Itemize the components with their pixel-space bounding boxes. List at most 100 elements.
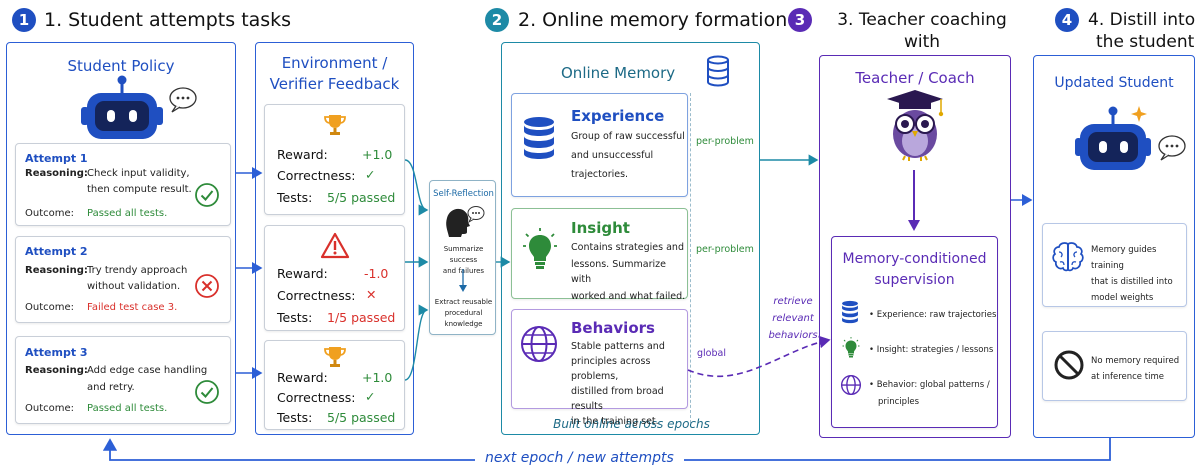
stage-4-title-line2: the student <box>1096 32 1195 52</box>
stage-4-number: 4 <box>1055 8 1079 32</box>
trophy-icon <box>324 347 346 367</box>
supervision-bullet: • Insight: strategies / lessons <box>869 343 993 357</box>
reflection-step-2-line1: Extract reusable <box>434 298 493 306</box>
lightbulb-icon <box>523 228 557 269</box>
stage-4-title: 4. Distill into the student <box>1088 9 1198 53</box>
supervision-bullet-text-line2: principles <box>878 397 920 407</box>
warning-icon <box>320 232 350 259</box>
owl-teacher-icon <box>887 90 944 161</box>
globe-icon <box>840 374 862 396</box>
distill-info-text: Memory guides training that is distilled… <box>1091 242 1186 306</box>
reasoning-text-line1: Add edge case handling <box>87 365 208 376</box>
memory-item-desc-line1: Stable patterns and <box>571 341 665 352</box>
stage-2-number: 2 <box>485 8 509 32</box>
lightbulb-icon <box>842 337 860 358</box>
attempt-card-3: Attempt 3 Reasoning: Add edge case handl… <box>15 336 231 424</box>
supervision-title: Memory-conditioned supervision <box>832 249 997 291</box>
retrieve-behaviors-label: retrieve relevant behaviors <box>766 293 820 344</box>
retrieve-label-line3: behaviors <box>768 330 818 341</box>
bullet-dot: • <box>869 380 877 390</box>
reward-label: Reward: <box>277 370 328 385</box>
distill-info-line1: Memory guides training <box>1091 245 1157 271</box>
robot-icon <box>81 75 197 139</box>
correctness-mark: ✓ <box>365 167 376 182</box>
memory-item-desc-line3: trajectories. <box>571 169 629 180</box>
memory-item-desc-line2: and unsuccessful <box>571 150 654 161</box>
supervision-bullet-text: Insight: strategies / lessons <box>876 345 994 355</box>
tests-label: Tests: <box>277 310 313 325</box>
memory-item-desc-line1: Group of raw successful <box>571 131 685 142</box>
outcome-label: Outcome: <box>25 208 75 219</box>
feedback-card-3: Reward: +1.0 Correctness: ✓ Tests: 5/5 p… <box>264 340 405 430</box>
outcome-text: Passed all tests. <box>87 208 168 219</box>
retrieve-label-line1: retrieve <box>773 296 813 307</box>
reward-value: +1.0 <box>362 147 393 162</box>
database-icon <box>707 55 729 87</box>
online-memory-footer: Built online across epochs <box>553 417 710 431</box>
prohibited-icon <box>1054 350 1084 380</box>
reasoning-text-line2: without validation. <box>87 281 181 292</box>
stage-4-title-line1: 4. Distill into <box>1088 10 1196 30</box>
supervision-bullet-text: Behavior: global patterns / <box>876 380 990 390</box>
memory-item-desc-line2: principles across problems, <box>571 356 651 382</box>
robot-icon <box>1075 106 1186 170</box>
attempt-title: Attempt 1 <box>25 152 88 165</box>
memory-item-experience: Experience Group of raw successful and u… <box>511 93 688 197</box>
reasoning-label: Reasoning: <box>25 168 88 179</box>
reward-value: +1.0 <box>362 370 393 385</box>
correctness-mark: ✓ <box>365 389 376 404</box>
tests-label: Tests: <box>277 190 313 205</box>
correctness-label: Correctness: <box>277 168 356 183</box>
distill-info-line3: model weights <box>1091 293 1154 303</box>
memory-item-desc-line3: worked and what failed. <box>571 291 686 302</box>
database-stack-icon <box>842 300 858 324</box>
stage-1-title: 1. Student attempts tasks <box>44 9 292 31</box>
memory-item-title: Insight <box>571 219 630 237</box>
feedback-card-1: Reward: +1.0 Correctness: ✓ Tests: 5/5 p… <box>264 104 405 215</box>
stage-1-number: 1 <box>12 8 36 32</box>
outcome-label: Outcome: <box>25 403 75 414</box>
memory-item-desc: Contains strategies and lessons. Summari… <box>571 240 687 304</box>
reflection-step-2: Extract reusable procedural knowledge <box>430 297 497 330</box>
memory-item-title: Experience <box>571 107 665 125</box>
supervision-bullet-text: Experience: raw trajectories <box>876 310 997 320</box>
reasoning-label: Reasoning: <box>25 265 88 276</box>
brain-icon <box>1052 242 1084 272</box>
attempt-title: Attempt 2 <box>25 245 88 258</box>
database-stack-icon <box>524 117 554 159</box>
retrieve-label-line2: relevant <box>772 313 814 324</box>
teacher-down-arrow <box>908 170 920 231</box>
memory-item-behaviors: Behaviors Stable patterns and principles… <box>511 309 688 427</box>
feedback-card-2: Reward: -1.0 Correctness: ✕ Tests: 1/5 p… <box>264 225 405 331</box>
reasoning-text-line2: then compute result. <box>87 184 192 195</box>
check-circle-icon <box>195 380 219 404</box>
memory-scope-label: global <box>697 348 726 359</box>
tests-value: 5/5 passed <box>327 410 396 425</box>
memory-scope-label: per-problem <box>696 244 754 255</box>
attempt-title: Attempt 3 <box>25 346 88 359</box>
reasoning-text-line1: Try trendy approach <box>87 265 188 276</box>
tests-label: Tests: <box>277 410 313 425</box>
reward-value: -1.0 <box>364 266 389 281</box>
supervision-title-line2: supervision <box>874 272 955 288</box>
thinking-head-icon <box>446 206 485 237</box>
reasoning-text-line2: and retry. <box>87 382 135 393</box>
teacher-title: Teacher / Coach <box>855 69 975 87</box>
memory-item-insight: Insight Contains strategies and lessons.… <box>511 208 688 302</box>
supervision-bullet: • Experience: raw trajectories <box>869 308 996 322</box>
tests-value: 5/5 passed <box>327 190 396 205</box>
correctness-label: Correctness: <box>277 288 356 303</box>
reasoning-label: Reasoning: <box>25 365 88 376</box>
next-epoch-label: next epoch / new attempts <box>475 450 684 466</box>
memory-item-desc-line2: lessons. Summarize with <box>571 259 666 285</box>
environment-title: Environment / Verifier Feedback <box>256 53 413 95</box>
updated-student-title: Updated Student <box>1054 75 1174 91</box>
self-reflection-box: Self-Reflection Summarize success and fa… <box>429 180 496 335</box>
no-memory-line2: at inference time <box>1091 372 1164 382</box>
online-memory-title: Online Memory <box>561 64 676 82</box>
student-policy-title: Student Policy <box>67 57 175 75</box>
correctness-mark: ✕ <box>366 287 377 302</box>
memory-item-desc: Stable patterns and principles across pr… <box>571 339 687 429</box>
memory-scope-label: per-problem <box>696 136 754 147</box>
globe-icon <box>521 326 557 362</box>
